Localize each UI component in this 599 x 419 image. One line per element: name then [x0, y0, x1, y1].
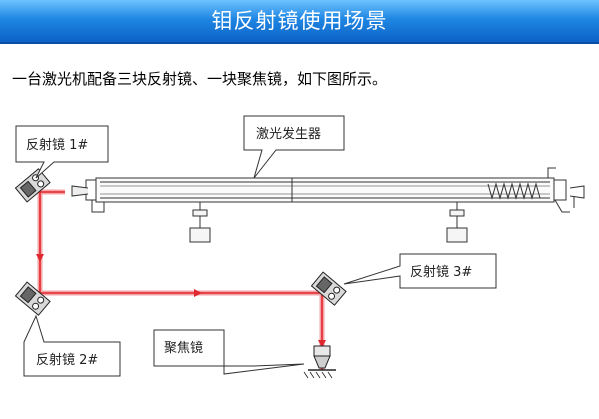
- laser-tube-coil: [487, 182, 541, 200]
- header-bar: 钼反射镜使用场景: [0, 0, 599, 44]
- mirror-2-mount: [14, 281, 51, 316]
- label-mirror-2: 反射镜 2#: [36, 352, 98, 368]
- label-mirror-1: 反射镜 1#: [26, 137, 88, 153]
- focus-lens-head: [303, 345, 336, 379]
- callout-laser-generator: 激光发生器: [243, 115, 345, 179]
- label-laser-generator: 激光发生器: [256, 126, 321, 142]
- beam-arrow-down-2: [318, 340, 326, 348]
- callout-mirror-2: 反射镜 2#: [23, 314, 121, 377]
- callout-mirror-3: 反射镜 3#: [343, 253, 497, 289]
- mirror-1-mount: [14, 168, 51, 203]
- beam-arrow-right: [194, 289, 202, 297]
- label-focus-lens: 聚焦镜: [164, 341, 203, 356]
- intro-text: 一台激光机配备三块反射镜、一块聚焦镜，如下图所示。: [12, 70, 388, 88]
- mirror-3-mount: [310, 271, 347, 306]
- laser-tube: [71, 167, 585, 213]
- tube-mount-left: [189, 202, 211, 243]
- callout-focus-lens: 聚焦镜: [153, 329, 305, 375]
- beam-arrow-down: [36, 254, 44, 262]
- tube-mount-right: [446, 202, 468, 243]
- label-mirror-3: 反射镜 3#: [410, 264, 472, 280]
- page-title: 钼反射镜使用场景: [211, 9, 388, 33]
- callout-mirror-1: 反射镜 1#: [15, 125, 109, 179]
